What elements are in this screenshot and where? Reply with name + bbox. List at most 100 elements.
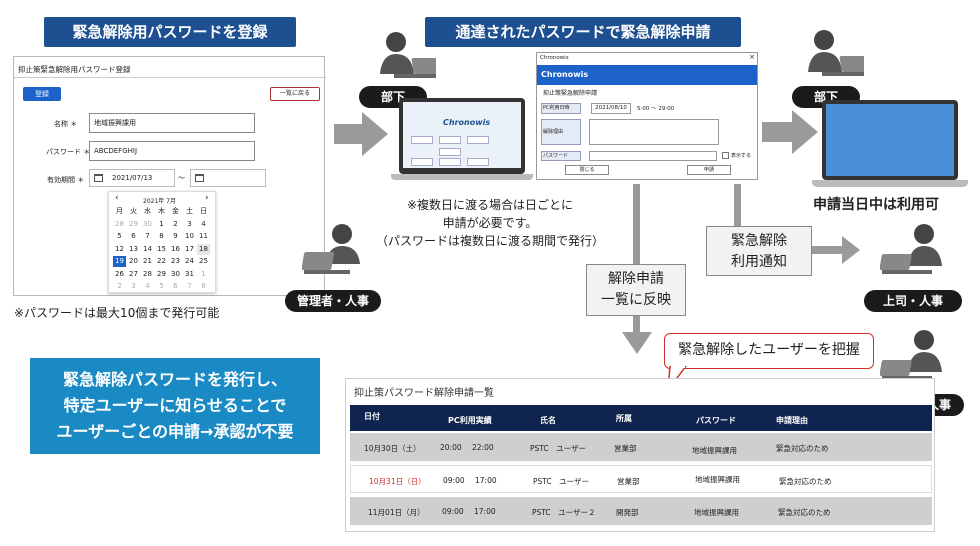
row-password: 地域振興課用 bbox=[694, 508, 739, 517]
calendar-day[interactable]: 5 bbox=[117, 232, 122, 240]
dialog-password-input[interactable] bbox=[589, 151, 717, 161]
calendar-day[interactable]: 5 bbox=[159, 282, 164, 290]
calendar-day[interactable]: 21 bbox=[143, 257, 152, 265]
calendar-weekday: 月 bbox=[116, 207, 123, 215]
calendar-day[interactable]: 9 bbox=[173, 232, 178, 240]
calendar-day[interactable]: 22 bbox=[157, 257, 166, 265]
calendar-day[interactable]: 1 bbox=[201, 269, 206, 278]
register-form-title: 抑止策緊急解除用パスワード登録 bbox=[18, 65, 131, 74]
header-dept[interactable]: 所属 bbox=[616, 414, 632, 423]
calendar-day[interactable]: 11 bbox=[199, 232, 208, 240]
end-date-field[interactable] bbox=[190, 169, 266, 187]
calendar-day[interactable]: 26 bbox=[115, 269, 124, 278]
row-reason: 緊急対応のため bbox=[779, 477, 832, 486]
calendar-day[interactable]: 23 bbox=[171, 257, 180, 265]
calendar-day[interactable]: 14 bbox=[143, 244, 152, 253]
next-month-button[interactable]: › bbox=[205, 193, 209, 203]
table-row-highlighted[interactable]: 10月31日（日） 09:00 17:00 PSTC ユーザー 営業部 地域振興… bbox=[350, 465, 932, 493]
calendar-day[interactable]: 7 bbox=[187, 282, 192, 290]
row-end: 17:00 bbox=[474, 507, 496, 516]
list-title: 抑止策パスワード解除申請一覧 bbox=[354, 388, 494, 399]
row-end: 17:00 bbox=[475, 476, 497, 485]
reason-textarea[interactable] bbox=[589, 119, 719, 145]
calendar-day[interactable]: 31 bbox=[185, 269, 194, 278]
calendar-day[interactable]: 7 bbox=[145, 232, 150, 240]
calendar-day[interactable]: 4 bbox=[201, 219, 206, 228]
calendar-day[interactable]: 13 bbox=[129, 244, 138, 253]
calendar-day[interactable]: 30 bbox=[143, 219, 152, 228]
calendar-day[interactable]: 28 bbox=[115, 219, 124, 228]
boss-person-icon bbox=[880, 224, 942, 274]
date-value[interactable]: 2021/08/10 bbox=[591, 103, 631, 114]
calendar-day[interactable]: 12 bbox=[115, 244, 124, 253]
row-date: 11月01日（月） bbox=[368, 508, 425, 517]
table-row[interactable]: 10月30日（土） 20:00 22:00 PSTC ユーザー 営業部 地域振興… bbox=[350, 433, 932, 461]
row-name: PSTC ユーザー２ bbox=[532, 508, 596, 517]
calendar-day[interactable]: 1 bbox=[159, 219, 164, 228]
summary-line3: ユーザーごとの申請→承認が不要 bbox=[56, 422, 294, 441]
calendar-day[interactable]: 16 bbox=[171, 244, 180, 253]
dialog-close-button[interactable]: 閉じる bbox=[565, 165, 609, 175]
calendar-day[interactable]: 8 bbox=[159, 232, 164, 240]
prev-month-button[interactable]: ‹ bbox=[115, 193, 119, 203]
show-password-label: 表示する bbox=[731, 153, 752, 159]
show-password-checkbox[interactable] bbox=[722, 152, 729, 159]
calendar-month: 2021年 7月 bbox=[143, 198, 176, 205]
start-date-field[interactable]: 2021/07/13 bbox=[89, 169, 175, 187]
calendar-day[interactable]: 4 bbox=[145, 282, 150, 290]
grasp-callout: 緊急解除したユーザーを把握 bbox=[664, 333, 874, 369]
header-password[interactable]: パスワード bbox=[696, 416, 736, 425]
calendar-day[interactable]: 27 bbox=[129, 269, 138, 278]
name-field[interactable]: 地域振興課用 bbox=[89, 113, 255, 133]
back-to-list-button[interactable]: 一覧に戻る bbox=[270, 87, 320, 101]
header-pc-usage[interactable]: PC利用実績 bbox=[448, 416, 492, 425]
calendar-weekday: 土 bbox=[186, 207, 193, 215]
calendar-day[interactable]: 6 bbox=[173, 282, 178, 290]
calendar-day[interactable]: 8 bbox=[201, 282, 206, 290]
calendar-day[interactable]: 2 bbox=[173, 219, 178, 228]
divider bbox=[14, 77, 326, 78]
calendar-day[interactable]: 24 bbox=[185, 257, 194, 265]
row-date: 10月31日（日） bbox=[369, 477, 426, 486]
header-reason[interactable]: 申請理由 bbox=[776, 416, 808, 425]
calendar-day[interactable]: 28 bbox=[143, 269, 152, 278]
app-tile bbox=[467, 136, 489, 144]
register-banner: 緊急解除用パスワードを登録 bbox=[44, 17, 296, 47]
calendar-day[interactable]: 20 bbox=[129, 257, 138, 265]
tilde: ～ bbox=[178, 174, 185, 182]
arrow-right-icon bbox=[812, 236, 860, 264]
dialog-close-icon[interactable]: × bbox=[749, 53, 755, 61]
calendar-day[interactable]: 25 bbox=[199, 257, 208, 265]
calendar-day[interactable]: 29 bbox=[157, 269, 166, 278]
calendar-day[interactable]: 17 bbox=[185, 244, 194, 253]
calendar-day[interactable]: 19 bbox=[113, 256, 126, 267]
header-name[interactable]: 氏名 bbox=[540, 416, 556, 425]
register-form-panel: 抑止策緊急解除用パスワード登録 登録 一覧に戻る 名称 ＊ 地域振興課用 パスワ… bbox=[13, 56, 326, 296]
register-button[interactable]: 登録 bbox=[23, 87, 61, 101]
header-date[interactable]: 日付 bbox=[364, 412, 380, 421]
laptop-screen: Chronowis bbox=[403, 102, 521, 168]
reason-label: 解除理由 bbox=[541, 119, 581, 145]
calendar-day[interactable]: 3 bbox=[187, 219, 192, 228]
calendar-icon bbox=[195, 174, 204, 182]
calendar-weekday: 水 bbox=[144, 207, 151, 215]
apply-banner: 通達されたパスワードで緊急解除申請 bbox=[425, 17, 741, 47]
calendar-day[interactable]: 3 bbox=[131, 282, 136, 290]
calendar-day[interactable]: 30 bbox=[171, 269, 180, 278]
dialog-window-title: Chronowis bbox=[540, 55, 569, 61]
dialog-apply-button[interactable]: 申請 bbox=[687, 165, 731, 175]
calendar-day[interactable]: 15 bbox=[157, 244, 166, 253]
calendar-day[interactable]: 2 bbox=[117, 282, 122, 290]
laptop-base bbox=[812, 180, 968, 187]
calendar-weekday: 木 bbox=[158, 207, 165, 215]
row-password: 地域振興課用 bbox=[692, 446, 737, 455]
calendar-day[interactable]: 6 bbox=[131, 232, 136, 240]
password-field[interactable]: ABCDEFGHIJ bbox=[89, 141, 255, 161]
pc-date-label: PC利用日時 bbox=[541, 103, 581, 114]
table-row[interactable]: 11月01日（月） 09:00 17:00 PSTC ユーザー２ 開発部 地域振… bbox=[350, 497, 932, 525]
calendar-day[interactable]: 29 bbox=[129, 219, 138, 228]
calendar-day[interactable]: 10 bbox=[185, 232, 194, 240]
unlock-request-dialog: Chronowis × Chronowis 抑止策緊急解除申請 PC利用日時 2… bbox=[536, 52, 758, 180]
arrow-right-icon bbox=[762, 110, 818, 154]
calendar-day[interactable]: 18 bbox=[197, 243, 210, 255]
